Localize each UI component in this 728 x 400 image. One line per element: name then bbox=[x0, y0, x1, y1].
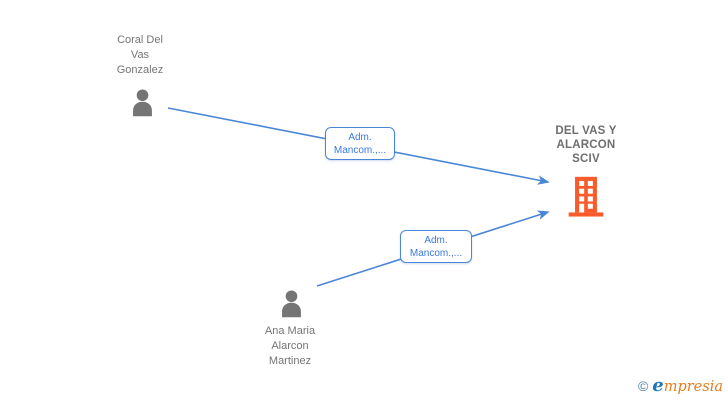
name-line: ALARCON bbox=[556, 139, 616, 151]
name-line: DEL VAS Y bbox=[555, 125, 617, 137]
person1-name: Coral Del Vas Gonzalez bbox=[90, 33, 190, 78]
name-line: Ana Maria bbox=[264, 325, 316, 337]
name-line: Coral Del bbox=[117, 34, 163, 46]
name-line: Alarcon bbox=[271, 340, 309, 352]
name-line: Martinez bbox=[268, 355, 312, 367]
edge-label-person1-company: Adm. Mancom.,... bbox=[325, 127, 395, 160]
company-name: DEL VAS Y ALARCON SCIV bbox=[534, 124, 638, 166]
copyright-icon: © bbox=[637, 378, 649, 394]
brand-initial: e bbox=[652, 375, 664, 396]
building-icon bbox=[564, 175, 608, 222]
edge-label-line: Adm. bbox=[424, 234, 448, 246]
name-line: Gonzalez bbox=[116, 64, 164, 76]
edge-label-person2-company: Adm. Mancom.,... bbox=[400, 230, 472, 263]
edge-label-line: Mancom.,... bbox=[333, 144, 387, 156]
person-icon bbox=[127, 87, 158, 123]
person-icon bbox=[276, 288, 307, 324]
edge-label-line: Mancom.,... bbox=[409, 247, 463, 259]
brand-name: mpresia bbox=[663, 379, 723, 395]
person2-name: Ana Maria Alarcon Martinez bbox=[240, 324, 340, 369]
name-line: SCIV bbox=[572, 153, 600, 165]
empresia-logo: © e mpresia bbox=[638, 375, 723, 396]
name-line: Vas bbox=[130, 49, 150, 61]
edge-label-line: Adm. bbox=[348, 131, 372, 143]
